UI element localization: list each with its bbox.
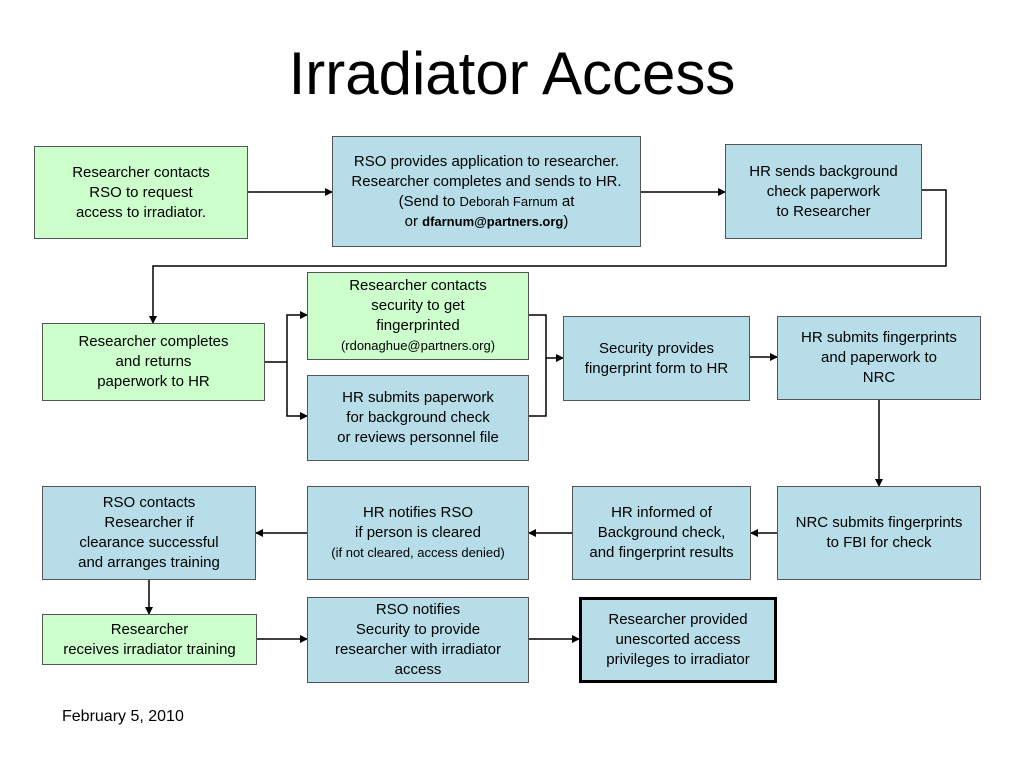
step-rso-arranges-training: RSO contacts Researcher if clearance suc… [42,486,256,580]
slide-title: Irradiator Access [288,40,736,107]
step-access-granted: Researcher provided unescorted access pr… [579,597,777,683]
arrow-b4-split [265,311,308,363]
step-get-fingerprinted: Researcher contacts security to get fing… [307,272,529,360]
bracket-b5-b6-to-b7 [529,314,547,417]
step-hr-sends-paperwork: HR sends background check paperwork to R… [725,144,922,239]
step-researcher-training: Researcher receives irradiator training [42,614,257,665]
step-hr-submits-to-nrc: HR submits fingerprints and paperwork to… [777,316,981,400]
step-nrc-submits-to-fbi: NRC submits fingerprints to FBI for chec… [777,486,981,580]
arrow-b4-to-b6 [286,362,308,420]
step-rso-provides-application: RSO provides application to researcher. … [332,136,641,247]
step-researcher-returns-paperwork: Researcher completes and returns paperwo… [42,323,265,401]
security-email: (rdonaghue@partners.org) [340,338,496,353]
step-rso-notifies-security: RSO notifies Security to provide researc… [307,597,529,683]
contact-email: dfarnum@partners.org [422,213,564,229]
step-hr-informed: HR informed of Background check, and fin… [572,486,751,580]
step-request-access: Researcher contacts RSO to request acces… [34,146,248,239]
step-hr-notifies-rso: HR notifies RSO if person is cleared (if… [307,486,529,580]
step-security-fingerprint-form: Security provides fingerprint form to HR [563,316,750,401]
step-hr-submits-background-check: HR submits paperwork for background chec… [307,375,529,461]
slide-date: February 5, 2010 [62,708,184,725]
